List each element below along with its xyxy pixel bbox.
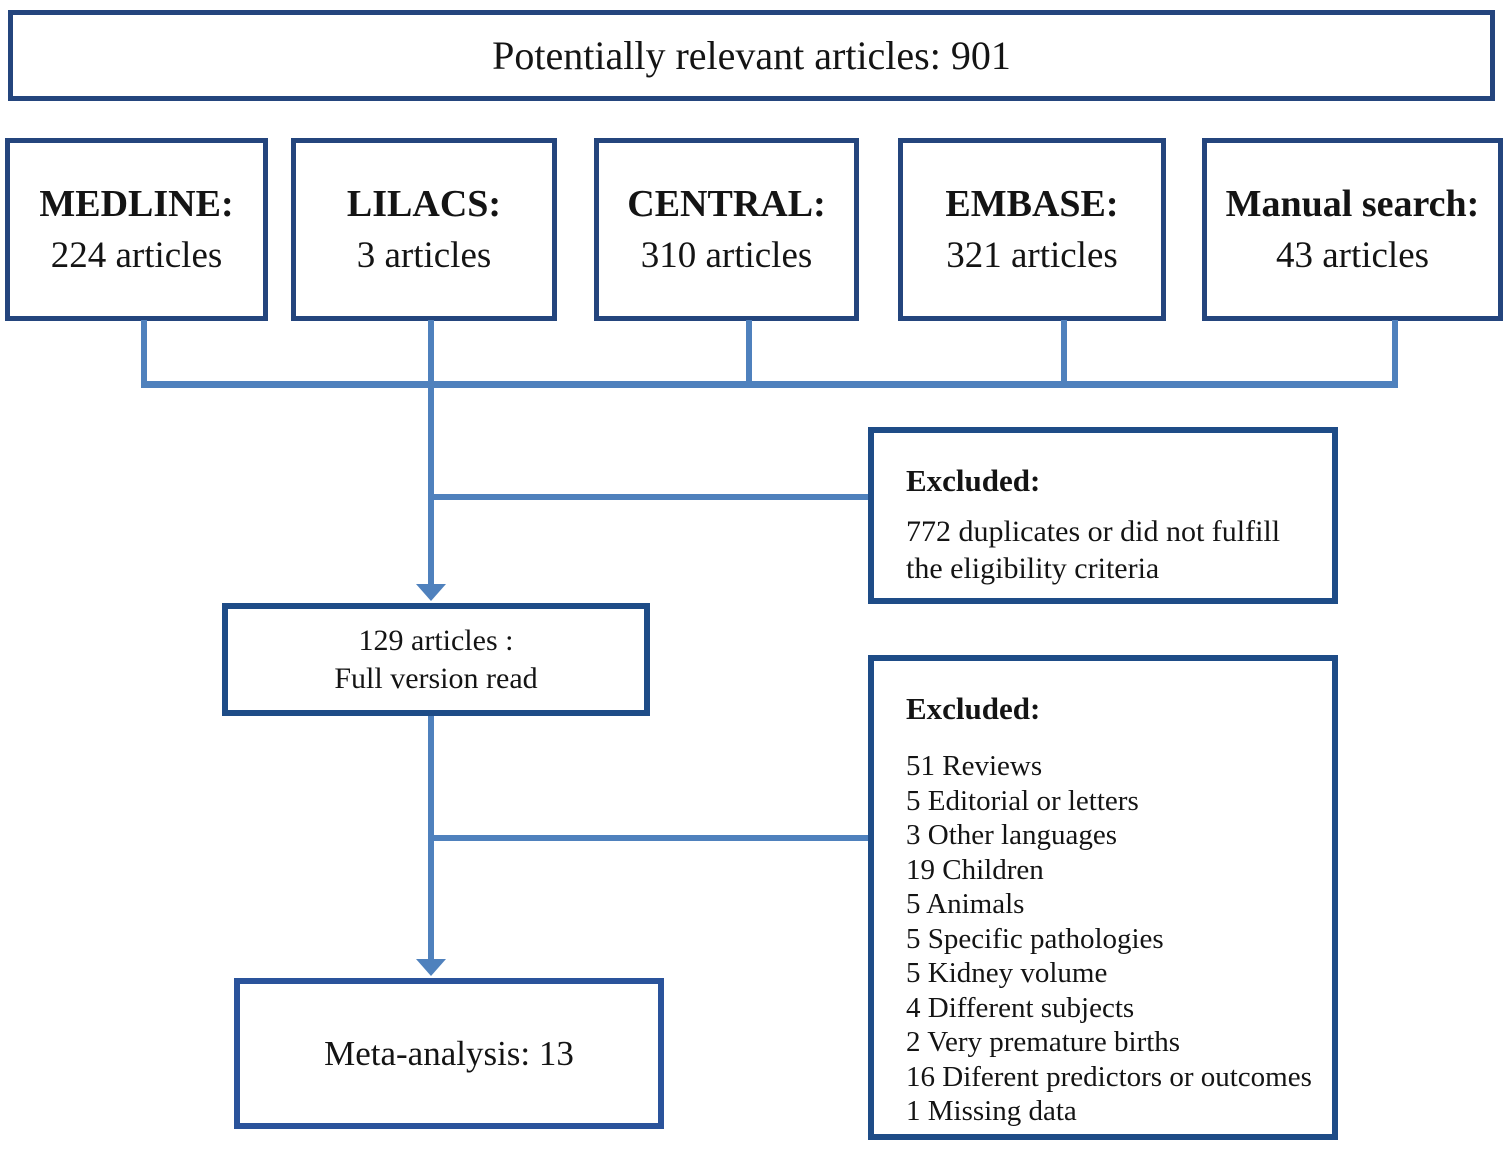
connector-stub-lilacs (428, 320, 434, 387)
source-count: 321 articles (946, 234, 1118, 276)
excluded-reason-item: 3 Other languages (906, 819, 1117, 851)
excluded-box-reasons: Excluded: 51 Reviews 5 Editorial or lett… (868, 655, 1338, 1140)
excluded-reason-item: 2 Very premature births (906, 1026, 1181, 1058)
excluded-reason-line: 772 duplicates or did not fulfill (906, 515, 1281, 548)
source-count: 224 articles (50, 234, 223, 276)
connector-stub-manual-search (1392, 320, 1398, 387)
source-name: Manual search: (1225, 182, 1480, 225)
connector-stub-medline (141, 320, 147, 387)
total-articles-label: Potentially relevant articles: 901 (492, 33, 1011, 78)
source-name: LILACS: (346, 182, 502, 225)
source-box-manual-search: Manual search: 43 articles (1202, 138, 1503, 321)
arrow-down-icon (416, 959, 446, 976)
screening-count: 129 articles : (358, 623, 514, 657)
excluded-box-duplicates: Excluded: 772 duplicates or did not fulf… (868, 427, 1338, 604)
connector-stub-embase (1061, 320, 1067, 387)
source-box-embase: EMBASE: 321 articles (898, 138, 1166, 321)
excluded-reason-item: 5 Specific pathologies (906, 922, 1164, 955)
screening-label: Full version read (334, 661, 538, 695)
source-box-medline: MEDLINE: 224 articles (5, 138, 268, 321)
excluded-heading: Excluded: (906, 691, 1041, 726)
meta-analysis-label: Meta-analysis: 13 (324, 1033, 574, 1073)
source-box-central: CENTRAL: 310 articles (594, 138, 859, 321)
full-version-read-box: 129 articles : Full version read (222, 603, 650, 716)
source-name: MEDLINE: (39, 182, 234, 225)
connector-branch-excluded-1 (431, 494, 868, 500)
excluded-heading: Excluded: (906, 463, 1041, 498)
excluded-reason-line: the eligibility criteria (906, 552, 1160, 585)
connector-stub-central (746, 320, 752, 387)
excluded-reason-item: 51 Reviews (906, 750, 1043, 782)
excluded-reason-item: 4 Different subjects (906, 991, 1135, 1024)
excluded-reason-item: 5 Animals (906, 888, 1025, 920)
source-count: 43 articles (1275, 234, 1430, 276)
source-name: CENTRAL: (627, 182, 826, 225)
source-count: 310 articles (640, 234, 813, 276)
source-count: 3 articles (356, 234, 492, 276)
excluded-reason-item: 5 Editorial or letters (906, 784, 1139, 817)
excluded-reason-item: 1 Missing data (906, 1095, 1077, 1127)
connector-collector-line (141, 381, 1398, 388)
excluded-reason-item: 16 Diferent predictors or outcomes (906, 1060, 1312, 1093)
connector-branch-excluded-2 (431, 835, 868, 841)
excluded-reason-item: 19 Children (906, 853, 1044, 886)
connector-main-vertical-1 (428, 381, 434, 586)
source-name: EMBASE: (945, 182, 1119, 225)
meta-analysis-box: Meta-analysis: 13 (234, 978, 664, 1129)
excluded-reason-item: 5 Kidney volume (906, 957, 1108, 989)
arrow-down-icon (416, 584, 446, 601)
source-box-lilacs: LILACS: 3 articles (291, 138, 557, 321)
total-articles-box: Potentially relevant articles: 901 (8, 10, 1495, 101)
